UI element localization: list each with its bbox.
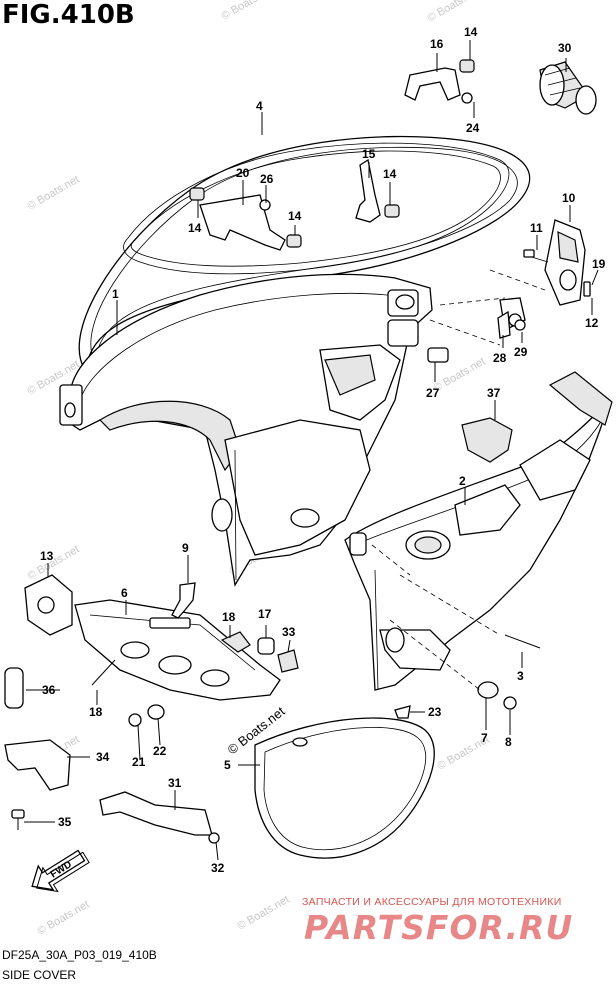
callout-33: 33: [282, 625, 296, 639]
callout-28: 28: [493, 351, 507, 365]
figure-title: FIG.410B: [2, 0, 135, 30]
part-15-bracket: [355, 158, 400, 223]
part-5-gasket: [254, 717, 435, 859]
callout-3: 3: [517, 669, 524, 683]
part-13: [24, 574, 73, 636]
part-30-grommet: [539, 61, 597, 115]
callout-20: 18: [222, 610, 236, 624]
callout-19: 19: [592, 257, 606, 271]
part-8: [503, 696, 517, 710]
callout-14-a: 14: [464, 25, 478, 39]
part-6-bracket: [74, 599, 281, 701]
callout-23: 22: [153, 744, 167, 758]
callout-5: 5: [224, 758, 231, 772]
part-18-pin: [91, 659, 116, 686]
callout-2: 2: [459, 474, 466, 488]
callout-17: 17: [258, 607, 272, 621]
callout-13: 13: [40, 549, 54, 563]
part-17: [257, 637, 275, 655]
boats-watermark: © Boats.net: [26, 173, 82, 212]
callout-34: 34: [96, 750, 110, 764]
callout-16: 16: [430, 37, 444, 51]
callout-14-d: 14: [288, 209, 302, 223]
part-21-bracket: [189, 187, 302, 251]
callout-15: 15: [362, 147, 376, 161]
part-23: [147, 704, 165, 720]
watermark-caption: ЗАПЧАСТИ И АКСЕССУАРЫ ДЛЯ МОТОТЕХНИКИ: [302, 896, 562, 908]
part-36-sleeve: [4, 667, 24, 709]
callout-11: 11: [530, 221, 543, 235]
watermark-logo: PARTSFOR.RU: [304, 908, 574, 947]
part-27: [427, 347, 449, 363]
callout-8: 8: [505, 735, 512, 749]
boats-watermark: © Boats.net: [236, 893, 292, 932]
model-code: DF25A_30A_P03_019_410B: [2, 948, 157, 962]
callout-4: 4: [256, 99, 263, 113]
callout-24: 23: [428, 705, 442, 719]
assembly-dashes: [371, 269, 546, 691]
part-20: [220, 631, 251, 653]
callout-36: 36: [42, 683, 56, 697]
callout-7: 7: [481, 731, 488, 745]
part-3-bolt: [504, 634, 541, 649]
part-32: [208, 832, 220, 844]
callout-35: 35: [58, 815, 72, 829]
callout-14-c: 14: [188, 221, 202, 235]
part-16-top-bracket: [404, 59, 475, 104]
part-28: [497, 310, 511, 339]
callout-1: 1: [112, 287, 119, 301]
callout-27: 27: [426, 386, 440, 400]
callout-21: 20: [236, 166, 250, 180]
callout-9: 9: [182, 541, 189, 555]
part-37-plug: [461, 417, 513, 463]
part-29: [514, 319, 526, 331]
part-7: [477, 681, 499, 699]
callout-18: 18: [89, 705, 103, 719]
callout-22: 21: [132, 755, 146, 769]
callout-14-b: 14: [383, 167, 397, 181]
part-24: [394, 705, 411, 719]
callout-31: 31: [168, 776, 182, 790]
part-35-bolt: [11, 809, 25, 830]
part-2-starboard-side-cover: [344, 371, 613, 691]
part-31-bracket: [99, 791, 213, 836]
part-33: [277, 649, 299, 673]
callout-29: 29: [514, 345, 528, 359]
part-22: [128, 713, 142, 727]
callout-labels: 4 16 14 24 30 15 14 20 26 14 14 10 11 19…: [40, 25, 606, 875]
callout-6: 6: [121, 586, 128, 600]
section-name: SIDE COVER: [2, 968, 77, 982]
callout-37: 37: [487, 386, 501, 400]
callout-leaders: [24, 40, 599, 861]
part-10-lever-bracket: [499, 219, 591, 331]
callout-26: 26: [260, 172, 274, 186]
fwd-arrow-icon: FWD: [31, 849, 90, 893]
part-34: [4, 739, 71, 791]
callout-12: 12: [585, 316, 599, 330]
part-9: [171, 582, 196, 619]
boats-watermark: © Boats.net: [426, 0, 482, 25]
part-1-port-side-cover: [59, 273, 433, 587]
callout-25: 24: [466, 121, 480, 135]
callout-30: 30: [558, 41, 572, 55]
callout-32: 32: [211, 861, 225, 875]
boats-watermark: © Boats.net: [36, 898, 92, 937]
boats-watermark: © Boats.net: [220, 0, 276, 23]
callout-10: 10: [562, 191, 576, 205]
